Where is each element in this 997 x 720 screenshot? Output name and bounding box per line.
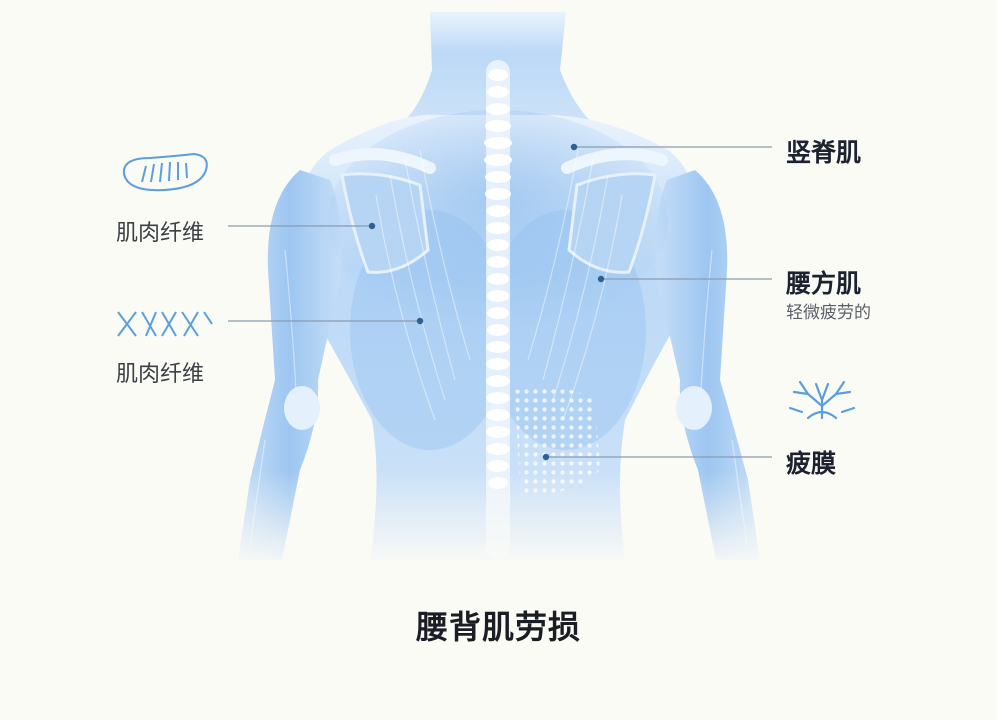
right-arm-shape (655, 170, 760, 560)
pointer-dot-fiber-1 (368, 222, 376, 230)
spine (484, 60, 512, 560)
label-quadratus-lumborum: 腰方肌 (786, 269, 862, 298)
label-muscle-fiber-1: 肌肉纤维 (116, 221, 205, 246)
diagram-caption: 腰背肌劳损 (415, 608, 581, 646)
left-scapula (340, 172, 430, 274)
fascia-mesh (515, 386, 600, 494)
right-scapula (567, 172, 657, 274)
fiber-strands-icon (117, 311, 213, 337)
pointer-dot-fiber-2 (416, 317, 424, 325)
fiber-bundle-icon (122, 152, 208, 192)
label-fascia: 疲膜 (786, 449, 837, 478)
label-erector-spinae: 竖脊肌 (786, 138, 862, 167)
pointer-dot-quadratus (597, 275, 605, 283)
left-arm-shape (238, 170, 342, 560)
pointer-dot-erector (570, 143, 578, 151)
fascia-branch-icon (788, 380, 856, 420)
label-muscle-fiber-2: 肌肉纤维 (116, 362, 205, 387)
label-quadratus-note: 轻微疲劳的 (786, 303, 871, 323)
pointer-dot-fascia (542, 453, 550, 461)
